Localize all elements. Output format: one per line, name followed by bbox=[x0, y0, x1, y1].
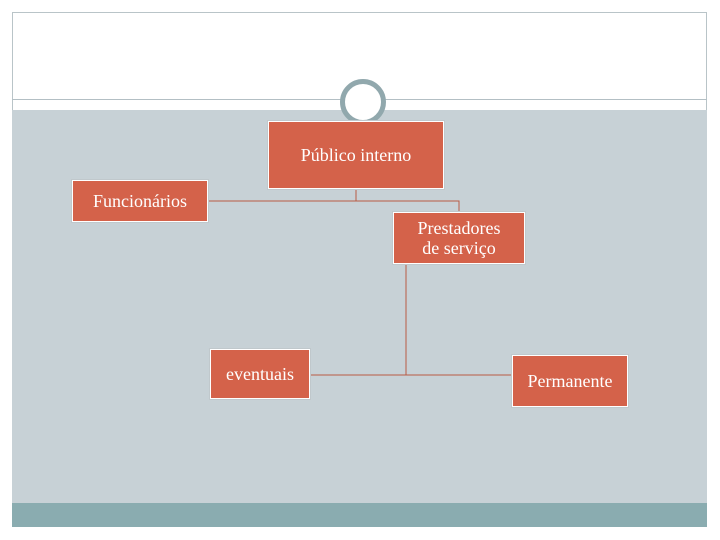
connector-prestadores-eventuais bbox=[310, 264, 407, 376]
footer-band bbox=[12, 503, 707, 527]
node-prestadores-de-servico: Prestadores de serviço bbox=[393, 212, 525, 264]
header-rule-right bbox=[380, 99, 707, 100]
header-rule-left bbox=[12, 99, 342, 100]
node-permanente: Permanente bbox=[512, 355, 628, 407]
node-funcionarios: Funcionários bbox=[72, 180, 208, 222]
node-publico-interno: Público interno bbox=[268, 121, 444, 189]
node-eventuais: eventuais bbox=[210, 349, 310, 399]
connector-publico-prestadores bbox=[355, 189, 460, 212]
connector-publico-funcionarios bbox=[208, 189, 357, 202]
